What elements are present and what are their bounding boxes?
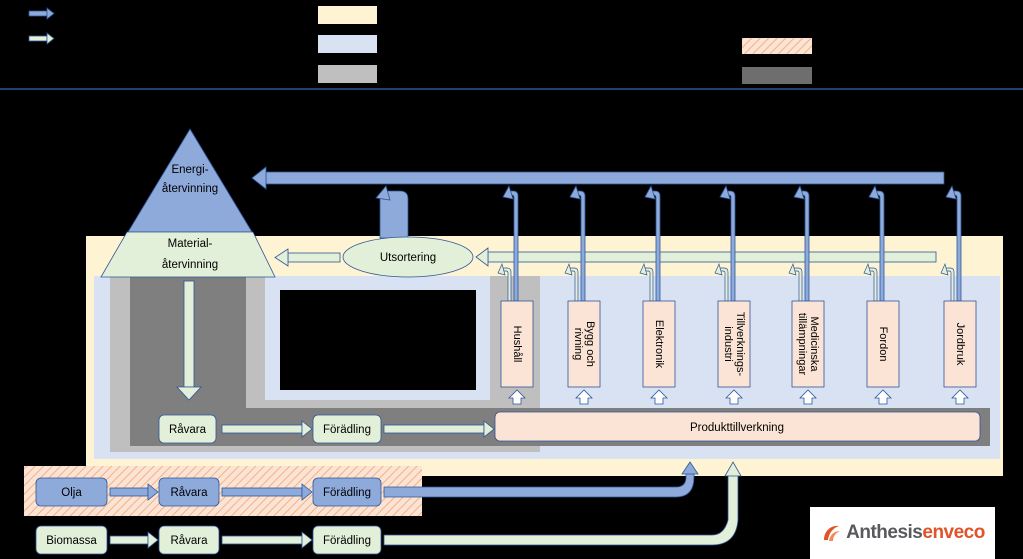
sector-sorting-arrowhead (940, 262, 949, 276)
sector-sorting-arrowhead (497, 262, 506, 276)
sector-label: industri (722, 326, 734, 361)
material-recovery-label-1: Material- (168, 238, 213, 250)
sector-box (717, 300, 751, 388)
sector-label: Fordon (877, 327, 889, 362)
sector-supply-arrow (650, 389, 668, 405)
material-recovery-trapezoid (100, 231, 276, 278)
sector-sorting-arrowhead (788, 262, 797, 276)
sector-energy-arrowhead (502, 184, 514, 200)
energy-return-arrow (251, 166, 945, 190)
sector-3: Elektronik (639, 184, 676, 405)
sector-sorting-arrowhead (639, 262, 648, 276)
biomass-label: Biomassa (46, 535, 97, 547)
legend-arrow-mint-icon (28, 32, 55, 45)
region-black-window (280, 290, 476, 390)
sector-box (500, 300, 534, 388)
sorting-label: Utsortering (380, 252, 436, 264)
sorting-node: Utsortering (342, 236, 474, 278)
legend-swatch-hatched (742, 38, 812, 54)
sector-label: Bygg och (584, 321, 596, 367)
sector-1: Hushåll (497, 184, 534, 405)
sector-energy-arrowhead (569, 184, 581, 200)
sector-4: Tillverknings-industri (714, 184, 751, 405)
material-recovery-label-2: återvinning (162, 259, 218, 271)
sector-energy-arrowhead (719, 184, 731, 200)
sector-box (567, 300, 601, 388)
logo-text-anthesis: Anthesis (846, 522, 923, 543)
sector-supply-arrow (725, 389, 743, 405)
legend (0, 6, 1023, 90)
recycled-chain: Råvara Förädling (158, 414, 495, 444)
sector-7: Jordbruk (940, 184, 977, 405)
legend-arrow-blue-icon (28, 7, 55, 20)
anthesis-enveco-logo: Anthesisenveco (810, 507, 995, 559)
sector-supply-arrow (799, 389, 817, 405)
anthesis-logo-icon (824, 525, 841, 541)
sector-label: Elektronik (653, 320, 665, 369)
sector-supply-arrow (508, 389, 526, 405)
sector-energy-arrowhead (644, 184, 656, 200)
sector-label: rivning (572, 328, 584, 360)
sector-supply-arrow (951, 389, 969, 405)
oil-label: Olja (61, 487, 82, 499)
sector-energy-arrowhead (945, 184, 957, 200)
energy-recovery-label-2: återvinning (162, 183, 218, 195)
product-manufacturing-node: Produkttillverkning (494, 411, 981, 442)
sector-supply-arrow (874, 389, 892, 405)
sector-box (866, 300, 900, 388)
sector-label: tillämpningar (796, 313, 808, 376)
recovery-pyramid: Energi- återvinning Material- återvinnin… (100, 128, 276, 278)
refining-label-3: Förädling (323, 535, 371, 547)
raw-material-label-3: Råvara (170, 535, 208, 547)
sector-label: Tillverknings- (734, 312, 746, 377)
sector-label: Medicinska (808, 316, 820, 372)
sorting-up-arrow (375, 185, 409, 239)
energy-recovery-triangle (127, 128, 253, 233)
sector-box (642, 300, 676, 388)
logo-text-enveco: enveco (922, 522, 985, 543)
raw-material-label-2: Råvara (170, 487, 208, 499)
raw-material-label-1: Råvara (169, 424, 207, 436)
oil-chain: Olja Råvara Förädling (35, 461, 699, 507)
product-manufacturing-label: Produkttillverkning (690, 422, 784, 434)
legend-swatch-lightblue (318, 35, 377, 53)
sector-energy-arrowhead (793, 184, 805, 200)
legend-swatch-darkgrey (742, 67, 812, 84)
sector-box (943, 300, 977, 388)
biomass-chain: Biomassa Råvara Förädling (35, 461, 742, 555)
material-to-raw-arrow (176, 280, 202, 401)
sector-6: Fordon (863, 184, 900, 405)
legend-swatch-cream (318, 6, 377, 24)
sector-label: Jordbruk (954, 323, 966, 366)
sector-sorting-arrowhead (714, 262, 723, 276)
refining-label-1: Förädling (323, 424, 371, 436)
sector-sorting-arrowhead (863, 262, 872, 276)
refining-label-2: Förädling (323, 487, 371, 499)
sector-label: Hushåll (511, 326, 523, 363)
sorting-collection-arrow (475, 247, 937, 267)
sector-supply-arrow (575, 389, 593, 405)
sector-sorting-arrowhead (564, 262, 573, 276)
legend-swatch-lightgrey (318, 65, 377, 83)
sorting-to-material-arrow (274, 248, 341, 267)
sector-energy-arrowhead (868, 184, 880, 200)
energy-recovery-label-1: Energi- (171, 164, 208, 176)
sector-box (791, 300, 825, 388)
